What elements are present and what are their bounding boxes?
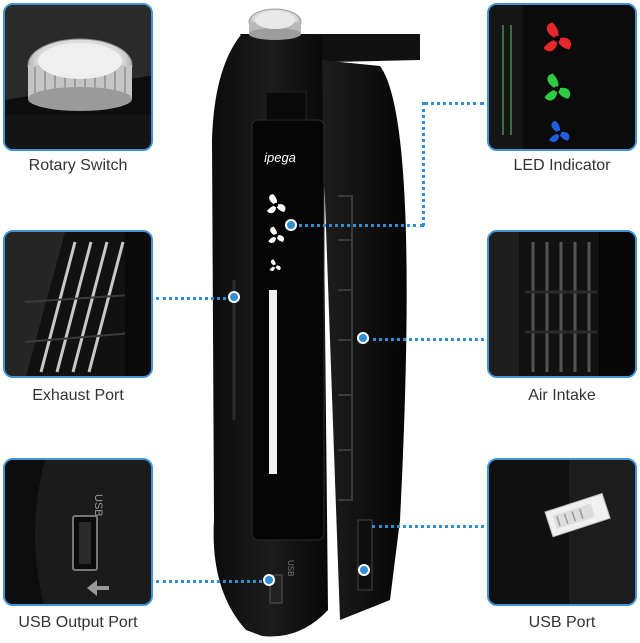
led-indicator-closeup	[489, 5, 635, 149]
air-intake-closeup	[489, 232, 635, 376]
exhaust-port-caption: Exhaust Port	[32, 387, 124, 404]
usb-output-connector-line	[156, 580, 268, 583]
air-intake-panel	[487, 230, 637, 378]
exhaust-pin	[230, 293, 238, 301]
green-fan-led-icon	[544, 73, 571, 101]
rotary-switch-caption: Rotary Switch	[28, 157, 128, 174]
usb-output-pin	[265, 576, 273, 584]
usb-port-panel	[487, 458, 637, 606]
led-indicator-panel	[487, 3, 637, 151]
air-intake-caption: Air Intake	[528, 387, 596, 404]
air-intake-connector-line	[366, 338, 484, 341]
usb-output-port-caption: USB Output Port	[18, 614, 138, 631]
led-pin	[287, 221, 295, 229]
rotary-switch-knob-closeup	[5, 5, 151, 149]
usb-port-pin	[360, 566, 368, 574]
rotary-switch-panel	[3, 3, 153, 151]
exhaust-connector-line	[156, 297, 232, 300]
led-indicator-caption: LED Indicator	[513, 157, 611, 174]
led-connector-line	[424, 102, 484, 105]
usb-port-closeup	[489, 460, 635, 604]
usb-port-caption: USB Port	[528, 614, 596, 631]
exhaust-port-closeup	[5, 232, 151, 376]
brand-logo: ipega	[264, 150, 296, 165]
svg-text:USB: USB	[286, 560, 295, 576]
led-connector-vertical	[422, 102, 425, 226]
exhaust-port-panel	[3, 230, 153, 378]
led-connector-line-2	[292, 224, 424, 227]
usb-port-label: USB	[92, 494, 104, 517]
usb-output-port-closeup: USB	[5, 460, 151, 604]
red-fan-led-icon	[543, 22, 572, 52]
air-intake-pin	[359, 334, 367, 342]
usb-output-port-panel: USB	[3, 458, 153, 606]
blue-fan-led-icon	[549, 120, 570, 143]
usb-port-connector-line	[372, 525, 484, 528]
